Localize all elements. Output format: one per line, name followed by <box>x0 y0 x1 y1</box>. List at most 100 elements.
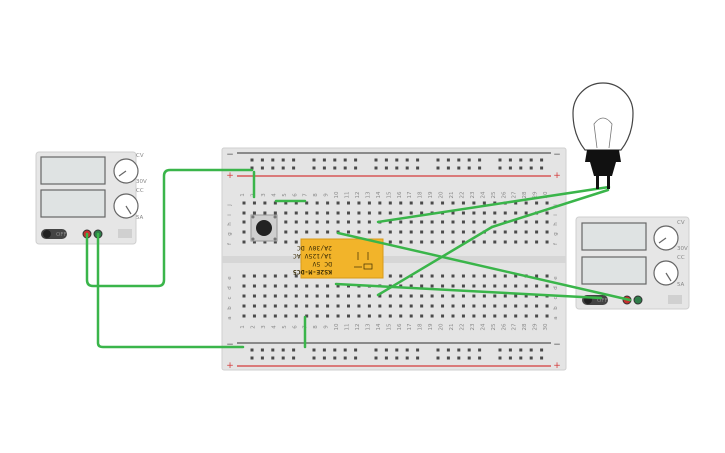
terminal-hole[interactable] <box>315 314 319 318</box>
wire-relay-to-lamp-2[interactable] <box>376 225 494 297</box>
terminal-hole[interactable] <box>461 314 465 318</box>
power-supply-right[interactable]: CV CC 30V 5A OFF <box>575 216 690 310</box>
terminal-hole[interactable] <box>451 284 455 288</box>
terminal-hole[interactable] <box>482 220 486 224</box>
terminal-hole[interactable] <box>326 211 330 215</box>
terminal-hole[interactable] <box>472 304 476 308</box>
relay[interactable]: KS2E-M-DC5 DC 5V 1A/125V AC 2A/30V DC <box>293 238 384 279</box>
terminal-hole[interactable] <box>347 220 350 224</box>
terminal-hole[interactable] <box>420 230 424 234</box>
rail-hole[interactable] <box>498 348 502 352</box>
terminal-hole[interactable] <box>273 314 277 318</box>
rail-hole[interactable] <box>343 356 347 360</box>
terminal-hole[interactable] <box>472 314 476 318</box>
terminal-hole[interactable] <box>294 240 298 244</box>
terminal-hole[interactable] <box>367 304 371 308</box>
terminal-hole[interactable] <box>378 211 382 215</box>
rail-hole[interactable] <box>322 158 326 162</box>
terminal-hole[interactable] <box>378 304 382 308</box>
rail-hole[interactable] <box>260 158 264 162</box>
terminal-hole[interactable] <box>284 220 288 224</box>
wire-supply-negative[interactable] <box>96 232 245 349</box>
terminal-hole[interactable] <box>263 211 267 215</box>
terminal-hole[interactable] <box>409 220 413 224</box>
terminal-hole[interactable] <box>273 304 277 308</box>
terminal-hole[interactable] <box>336 220 340 224</box>
rail-hole[interactable] <box>271 356 275 360</box>
rail-hole[interactable] <box>498 166 502 170</box>
terminal-hole[interactable] <box>284 201 288 205</box>
terminal-hole[interactable] <box>336 201 340 205</box>
power-supply-left[interactable]: CV CC 30V 5A OFF <box>35 151 147 245</box>
terminal-hole[interactable] <box>367 220 371 224</box>
terminal-hole[interactable] <box>252 274 256 278</box>
terminal-hole[interactable] <box>367 314 371 318</box>
terminal-hole[interactable] <box>420 274 424 278</box>
terminal-hole[interactable] <box>252 240 256 244</box>
terminal-hole[interactable] <box>315 294 319 298</box>
rail-hole[interactable] <box>436 348 440 352</box>
terminal-hole[interactable] <box>420 201 424 205</box>
terminal-hole[interactable] <box>284 240 288 244</box>
terminal-hole[interactable] <box>514 304 518 308</box>
rail-hole[interactable] <box>405 348 409 352</box>
rail-hole[interactable] <box>343 348 347 352</box>
terminal-hole[interactable] <box>284 230 288 234</box>
terminal-hole[interactable] <box>461 230 465 234</box>
terminal-hole[interactable] <box>535 274 539 278</box>
terminal-hole[interactable] <box>482 274 486 278</box>
terminal-hole[interactable] <box>514 240 518 244</box>
rail-hole[interactable] <box>446 166 450 170</box>
terminal-hole[interactable] <box>535 201 539 205</box>
terminal-hole[interactable] <box>451 274 455 278</box>
rail-hole[interactable] <box>519 348 523 352</box>
rail-hole[interactable] <box>540 166 544 170</box>
negative-terminal[interactable] <box>633 295 643 305</box>
terminal-hole[interactable] <box>482 211 486 215</box>
terminal-hole[interactable] <box>294 230 298 234</box>
terminal-hole[interactable] <box>263 304 267 308</box>
terminal-hole[interactable] <box>461 294 465 298</box>
terminal-hole[interactable] <box>493 274 497 278</box>
terminal-hole[interactable] <box>451 230 455 234</box>
rail-hole[interactable] <box>312 348 316 352</box>
terminal-hole[interactable] <box>357 220 361 224</box>
rail-hole[interactable] <box>312 158 316 162</box>
terminal-hole[interactable] <box>472 201 476 205</box>
rail-hole[interactable] <box>250 348 254 352</box>
terminal-hole[interactable] <box>545 201 549 205</box>
terminal-hole[interactable] <box>273 240 277 244</box>
terminal-hole[interactable] <box>482 240 486 244</box>
terminal-hole[interactable] <box>336 304 340 308</box>
rail-hole[interactable] <box>540 356 544 360</box>
rail-hole[interactable] <box>250 158 254 162</box>
terminal-hole[interactable] <box>503 230 507 234</box>
rail-hole[interactable] <box>333 348 337 352</box>
terminal-hole[interactable] <box>514 230 518 234</box>
terminal-hole[interactable] <box>524 230 528 234</box>
rail-hole[interactable] <box>467 166 471 170</box>
rail-hole[interactable] <box>343 166 347 170</box>
terminal-hole[interactable] <box>294 294 298 298</box>
terminal-hole[interactable] <box>441 201 445 205</box>
terminal-hole[interactable] <box>273 211 277 215</box>
terminal-hole[interactable] <box>441 240 445 244</box>
rail-hole[interactable] <box>416 348 420 352</box>
terminal-hole[interactable] <box>284 211 288 215</box>
rail-hole[interactable] <box>384 348 388 352</box>
terminal-hole[interactable] <box>347 230 350 234</box>
terminal-hole[interactable] <box>493 314 497 318</box>
terminal-hole[interactable] <box>357 230 361 234</box>
terminal-hole[interactable] <box>420 240 424 244</box>
terminal-hole[interactable] <box>535 304 539 308</box>
terminal-hole[interactable] <box>263 240 267 244</box>
terminal-hole[interactable] <box>461 201 465 205</box>
terminal-hole[interactable] <box>420 304 424 308</box>
rail-hole[interactable] <box>508 166 512 170</box>
terminal-hole[interactable] <box>409 314 413 318</box>
rail-hole[interactable] <box>333 158 337 162</box>
terminal-hole[interactable] <box>514 220 518 224</box>
terminal-hole[interactable] <box>535 240 539 244</box>
terminal-hole[interactable] <box>461 211 465 215</box>
